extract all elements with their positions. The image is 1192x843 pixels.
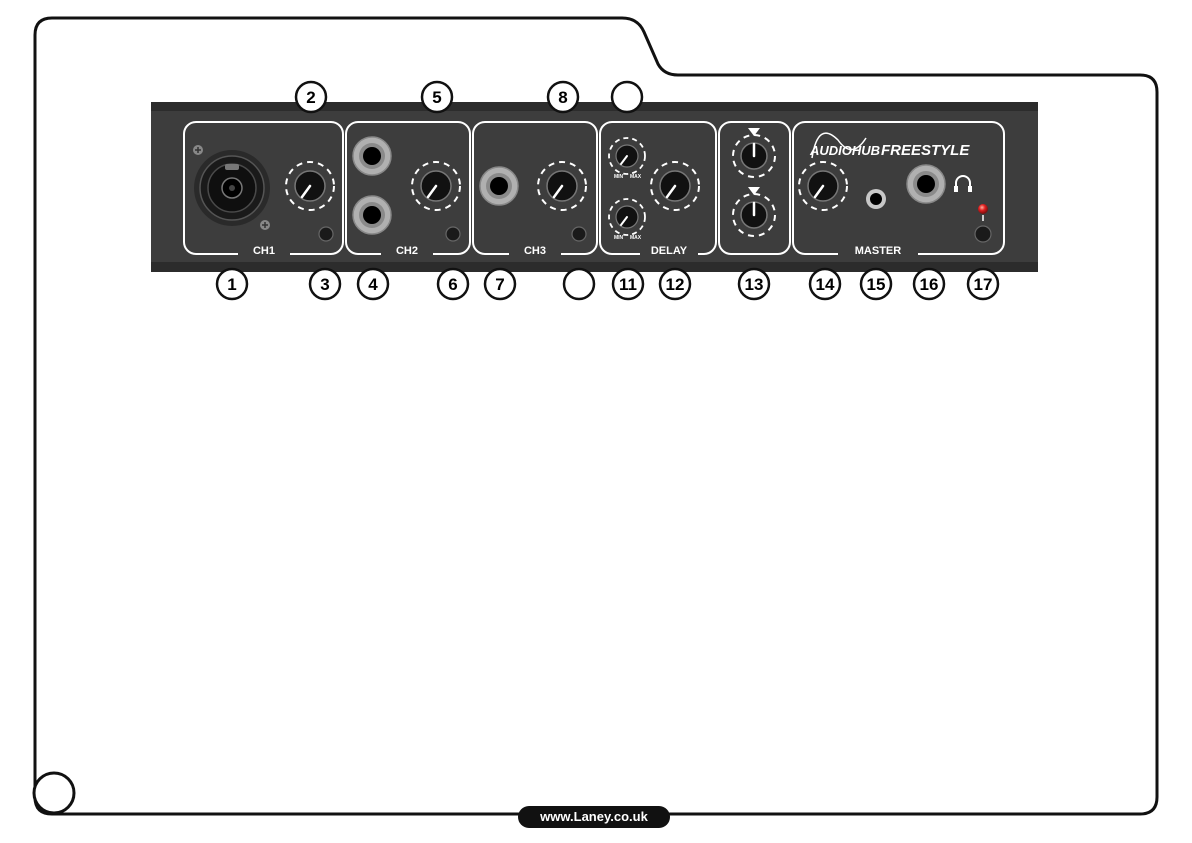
callout-12: 12	[660, 269, 690, 299]
callout-5-number: 5	[432, 88, 441, 107]
callout-16-number: 16	[920, 275, 939, 294]
website-link[interactable]: www.Laney.co.uk	[518, 806, 670, 828]
callout-14: 14	[810, 269, 840, 299]
callout-1: 1	[217, 269, 247, 299]
ch3-switch[interactable]	[572, 227, 586, 241]
delay-level-min: MIN	[614, 235, 624, 241]
callout-16: 16	[914, 269, 944, 299]
callout-15-number: 15	[867, 275, 886, 294]
callout-3: 3	[310, 269, 340, 299]
callout-17: 17	[968, 269, 998, 299]
callout-3-number: 3	[320, 275, 329, 294]
callout-1-number: 1	[227, 275, 236, 294]
callout-17-number: 17	[974, 275, 993, 294]
delay-time-max: MAX	[630, 174, 642, 180]
page-number	[34, 773, 74, 813]
ch1-label: CH1	[253, 245, 275, 257]
brand-logo-freestyle: FREESTYLE	[881, 142, 970, 159]
callout-7-number: 7	[495, 275, 504, 294]
callout-8: 8	[548, 82, 578, 112]
power-led	[978, 204, 988, 214]
ch2-jack-top[interactable]	[353, 137, 391, 175]
callout-13: 13	[739, 269, 769, 299]
callout-13-number: 13	[745, 275, 764, 294]
ch2-switch[interactable]	[446, 227, 460, 241]
aux-mini-jack[interactable]	[866, 189, 886, 209]
callout-6: 6	[438, 269, 468, 299]
master-switch[interactable]	[975, 226, 991, 242]
ch1-switch[interactable]	[319, 227, 333, 241]
callout-14-number: 14	[816, 275, 835, 294]
callout-5: 5	[422, 82, 452, 112]
delay-time-min: MIN	[614, 174, 624, 180]
delay-level-max: MAX	[630, 235, 642, 241]
front-panel: CH1 CH2 CH3 DELAY MASTER	[151, 102, 1038, 272]
callout-2: 2	[296, 82, 326, 112]
callout-11-number: 11	[619, 275, 637, 294]
callout-4-number: 4	[368, 275, 378, 294]
callout-8-number: 8	[558, 88, 567, 107]
ch3-jack[interactable]	[480, 167, 518, 205]
headphone-jack[interactable]	[907, 165, 945, 203]
brand-logo-audiohub: AUDIOHUB	[809, 143, 880, 158]
callout-6-number: 6	[448, 275, 457, 294]
callout-12-number: 12	[666, 275, 685, 294]
callout-4: 4	[358, 269, 388, 299]
callout-10	[564, 269, 594, 299]
callout-9	[612, 82, 642, 112]
callout-11: 11	[613, 269, 643, 299]
master-label: MASTER	[855, 245, 902, 257]
callout-15: 15	[861, 269, 891, 299]
ch3-label: CH3	[524, 245, 546, 257]
delay-label: DELAY	[651, 245, 688, 257]
ch2-jack-bottom[interactable]	[353, 196, 391, 234]
callout-2-number: 2	[306, 88, 315, 107]
ch2-label: CH2	[396, 245, 418, 257]
callout-7: 7	[485, 269, 515, 299]
